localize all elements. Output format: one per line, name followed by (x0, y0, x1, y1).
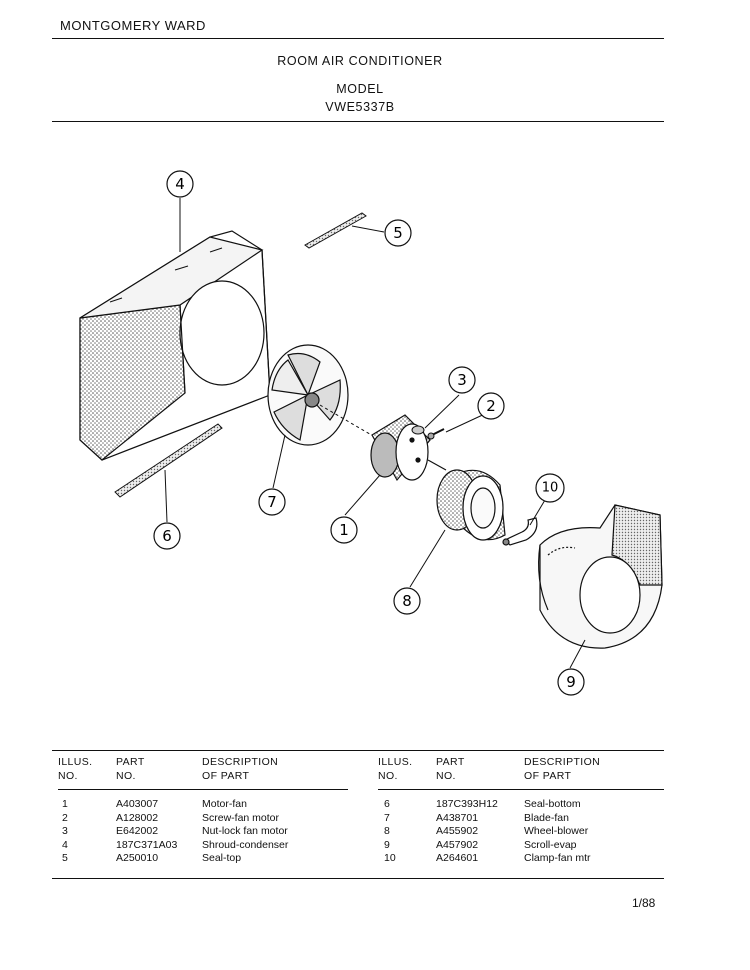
model-number: VWE5337B (325, 100, 395, 114)
part-no: 187C371A03 (116, 838, 178, 851)
table-row: 10 A264601 Clamp-fan mtr (378, 852, 664, 866)
svg-text:4: 4 (175, 175, 185, 193)
part-description: Wheel-blower (524, 825, 589, 837)
callout-1: 1 (330, 516, 358, 544)
part-description: Blade-fan (524, 811, 569, 824)
svg-text:1: 1 (339, 521, 349, 539)
motor-fan-part (370, 414, 447, 482)
table-row: 4 187C371A03 Shroud-condenser (58, 839, 348, 853)
part-no: A264601 (436, 852, 479, 864)
callout-3: 3 (448, 366, 476, 394)
callout-2: 2 (477, 392, 505, 420)
svg-text:5: 5 (393, 224, 403, 242)
top-rule (52, 38, 664, 39)
svg-text:3: 3 (457, 371, 467, 389)
part-description: Clamp-fan mtr (524, 852, 591, 864)
document-title: ROOM AIR CONDITIONER (277, 54, 443, 68)
callout-6: 6 (153, 522, 181, 550)
seal-top-part (304, 212, 367, 249)
callout-10: 10 (535, 473, 565, 503)
part-no: E642002 (116, 825, 159, 837)
title-block: ROOM AIR CONDITIONER MODEL VWE5337B (200, 52, 520, 116)
table-top-rule (52, 750, 664, 751)
col-header-illus: ILLUS.NO. (58, 752, 116, 790)
illus-no: 5 (62, 852, 68, 864)
part-no: A250010 (116, 852, 159, 864)
svg-text:7: 7 (267, 493, 277, 511)
screw-part (427, 428, 445, 440)
part-no: A438701 (436, 811, 479, 824)
table-row: 6 187C393H12 Seal-bottom (378, 790, 664, 812)
illus-no: 7 (384, 811, 390, 824)
seal-bottom-part (114, 423, 223, 498)
part-no: 187C393H12 (436, 798, 498, 810)
part-description: Screw-fan motor (202, 811, 280, 824)
callout-5: 5 (384, 219, 412, 247)
table-row: 5 A250010 Seal-top (58, 852, 348, 866)
illus-no: 3 (62, 825, 68, 837)
table-row: 2 A128002 Screw-fan motor (58, 812, 348, 826)
exploded-parts-diagram: 4 5 3 2 7 1 10 6 8 9 (79, 170, 663, 696)
part-description: Nut-lock fan motor (202, 825, 288, 837)
part-no: A403007 (116, 798, 159, 810)
table-row: 7 A438701 Blade-fan (378, 812, 664, 826)
illus-no: 4 (62, 838, 68, 851)
illus-no: 10 (384, 852, 396, 864)
part-no: A455902 (436, 825, 479, 837)
callout-9: 9 (557, 668, 585, 696)
table-bottom-rule (52, 878, 664, 879)
svg-text:2: 2 (486, 397, 496, 415)
illus-no: 6 (384, 798, 390, 810)
illus-no: 2 (62, 811, 68, 824)
page-number: 1/88 (632, 896, 656, 910)
callout-8: 8 (393, 587, 421, 615)
table-row: 1 A403007 Motor-fan (58, 790, 348, 812)
callout-4: 4 (166, 170, 194, 198)
model-label: MODEL (336, 82, 384, 96)
part-description: Seal-bottom (524, 798, 581, 810)
callout-7: 7 (258, 488, 286, 516)
header-rule (52, 121, 664, 122)
svg-text:10: 10 (542, 481, 559, 496)
table-row: 8 A455902 Wheel-blower (378, 825, 664, 839)
nut-lock-part (411, 425, 425, 435)
table-row: 3 E642002 Nut-lock fan motor (58, 825, 348, 839)
table-row: 9 A457902 Scroll-evap (378, 839, 664, 853)
illus-no: 8 (384, 825, 390, 837)
part-description: Seal-top (202, 852, 242, 864)
shroud-condenser-part (79, 230, 271, 461)
illus-no: 1 (62, 798, 68, 810)
part-description: Motor-fan (202, 798, 247, 810)
svg-text:6: 6 (162, 527, 172, 545)
part-no: A128002 (116, 811, 159, 824)
scroll-evap-part (538, 504, 663, 649)
illus-no: 9 (384, 838, 390, 851)
wheel-blower-part (436, 469, 506, 541)
leader-lines (164, 198, 586, 669)
svg-text:9: 9 (566, 673, 576, 691)
blade-fan-part (267, 344, 349, 446)
svg-text:8: 8 (402, 592, 412, 610)
clamp-fan-mtr-part (502, 517, 538, 546)
part-description: Shroud-condenser (202, 838, 289, 851)
brand-name: MONTGOMERY WARD (60, 18, 206, 33)
part-description: Scroll-evap (524, 838, 577, 851)
part-no: A457902 (436, 838, 479, 851)
col-header-illus: ILLUS.NO. (378, 752, 436, 790)
